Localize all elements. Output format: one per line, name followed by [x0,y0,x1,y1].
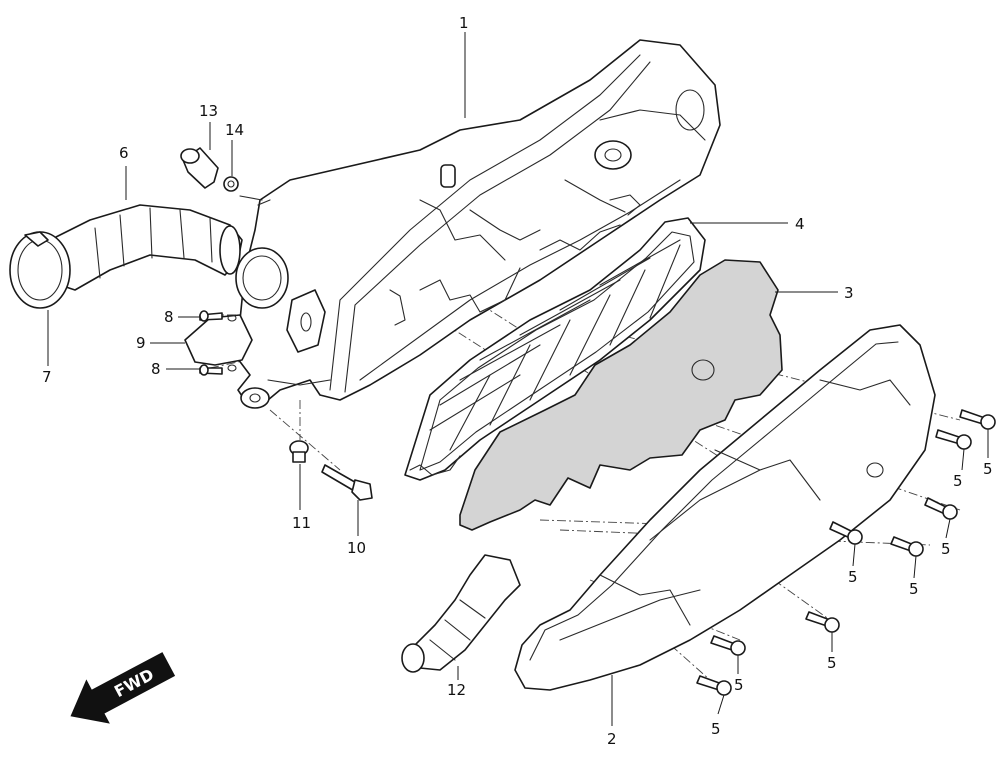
screw-8-bottom [199,364,223,376]
callout-1: 1 [459,14,469,32]
callout-11: 11 [292,514,311,532]
callout-7: 7 [42,368,52,386]
cover-screws [696,409,996,696]
fwd-direction-arrow: FWD [70,652,176,724]
filter-grid-frame [404,217,706,481]
screw-5-g [710,635,746,656]
screw-5-a [959,409,996,430]
callout-5-d: 5 [848,568,858,586]
callout-6: 6 [119,144,129,162]
callout-8-top: 8 [164,308,174,326]
collar-11 [289,440,309,463]
callout-5-e: 5 [909,580,919,598]
callout-8-bottom: 8 [151,360,161,378]
filter-element [459,259,783,531]
screw-5-d [829,521,863,545]
callout-13: 13 [199,102,218,120]
callout-5-c: 5 [941,540,951,558]
screw-5-f [805,611,840,633]
callout-labels: 1 2 3 4 6 7 8 9 8 10 11 12 13 14 5 5 5 5… [42,14,993,748]
leader-lines [47,32,989,726]
air-cleaner-case [234,39,721,409]
callout-3: 3 [844,284,854,302]
callout-4: 4 [795,215,805,233]
callout-5-h: 5 [711,720,721,738]
screw-5-c [924,497,958,520]
screw-5-b [935,429,972,450]
air-cleaner-cover [514,324,936,691]
tube-clip [223,176,239,192]
inlet-duct [49,204,243,291]
callout-10: 10 [347,539,366,557]
screw-8-top [199,310,223,322]
callout-5-b: 5 [953,472,963,490]
screw-5-e [890,536,924,557]
screw-5-h [696,675,732,696]
bolt-10 [321,464,373,501]
duct-clamp [9,231,71,309]
callout-5-a: 5 [983,460,993,478]
callout-9: 9 [136,334,146,352]
callout-14: 14 [225,121,244,139]
callout-12: 12 [447,681,466,699]
callout-5-f: 5 [827,654,837,672]
callout-5-g: 5 [734,676,744,694]
drain-tube [180,147,219,189]
callout-2: 2 [607,730,617,748]
breather-tube [401,554,521,673]
